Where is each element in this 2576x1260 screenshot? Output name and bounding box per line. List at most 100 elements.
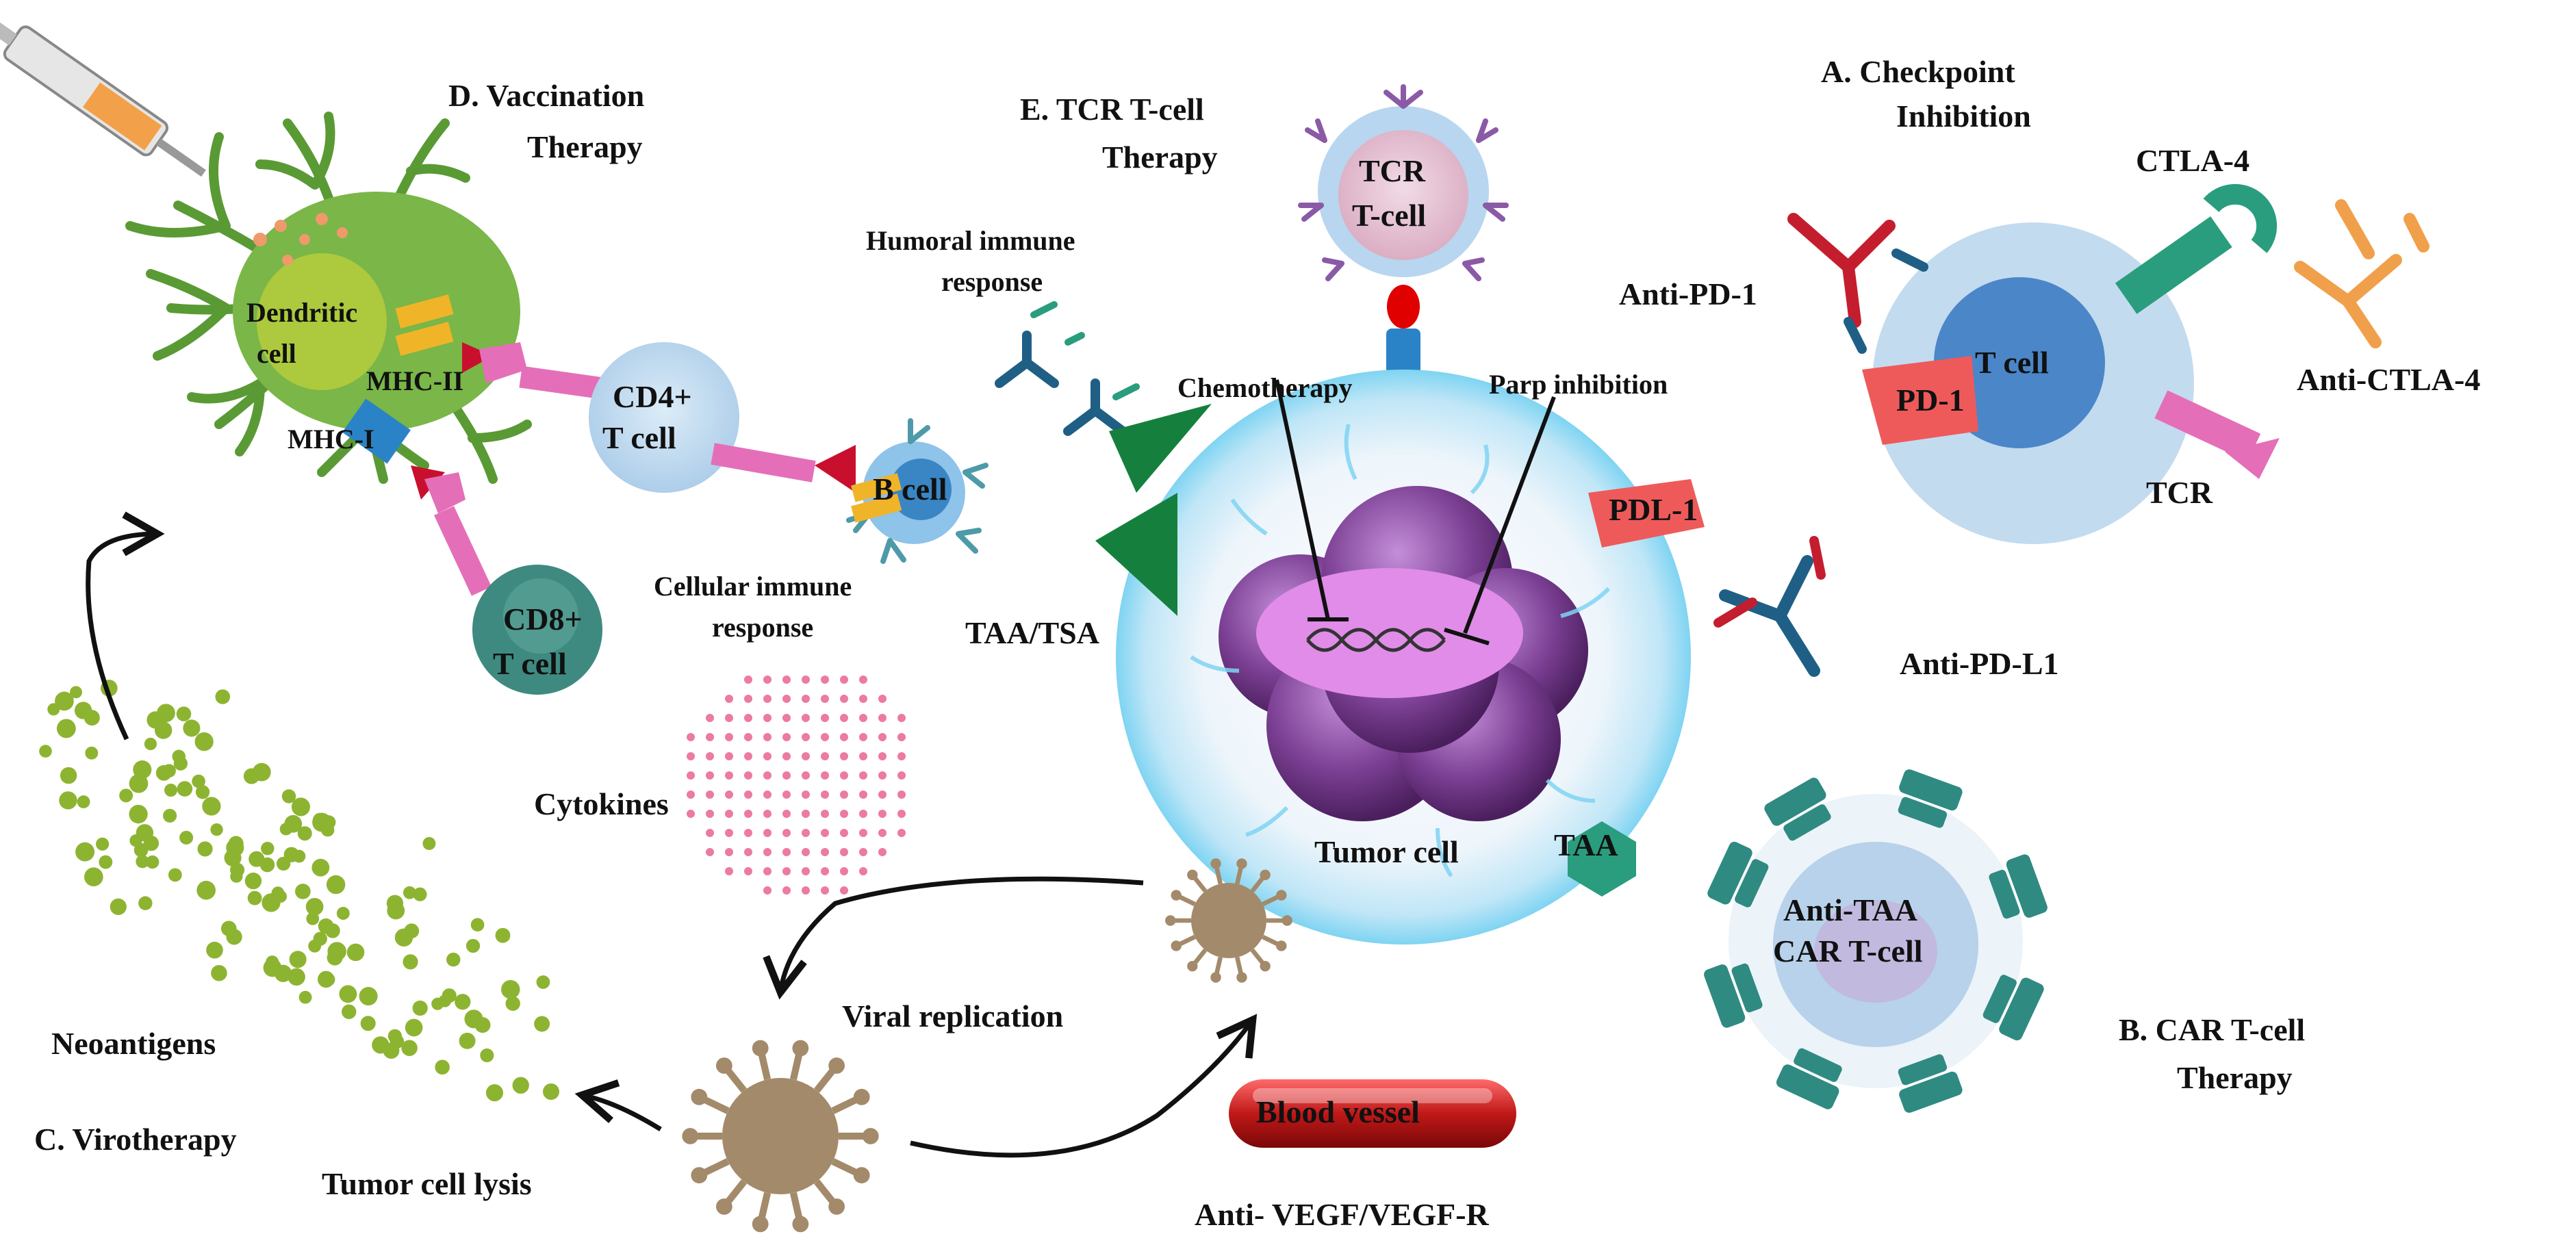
cytokine-dot [744, 790, 752, 799]
cytokine-dot [725, 867, 733, 875]
neoantigen-dot [144, 737, 157, 751]
anti-vegf-label: Anti- VEGF/VEGF-R [1195, 1197, 1490, 1232]
cytokine-dot [706, 771, 714, 780]
cd8-receptor [424, 472, 492, 596]
cytokine-dot [840, 829, 848, 837]
cytokine-dot [840, 848, 848, 856]
car-receptor [1899, 1071, 1963, 1113]
cytokine-dot [782, 790, 791, 799]
neoantigen-dot [431, 997, 444, 1010]
cytokine-dot [782, 752, 791, 760]
cytokine-dot [821, 790, 829, 799]
cytokine-dot [840, 886, 848, 895]
cytokine-dot [859, 733, 867, 741]
taa-tsa-label: TAA/TSA [965, 615, 1099, 650]
blood-vessel-icon [1229, 1079, 1516, 1148]
mhc-ii-receptor [395, 294, 454, 356]
neoantigen-dot [422, 837, 436, 850]
mhc-ii-antigen [462, 342, 493, 373]
neoantigen-dot [311, 858, 330, 877]
cytokine-dot [725, 733, 733, 741]
cytokines-label: Cytokines [534, 786, 669, 821]
virus-spike-tip [1260, 869, 1271, 881]
car-receptor-domain [1794, 1048, 1842, 1082]
cytokine-dot [706, 733, 714, 741]
cd4-bcell-link [711, 443, 856, 493]
neoantigen-dot [281, 789, 296, 803]
virus-spike-tip [752, 1216, 769, 1233]
cytokine-dot [763, 771, 771, 780]
pdl1-marker [1588, 479, 1705, 548]
pd1-label: PD-1 [1896, 383, 1965, 417]
tcr-cell-label-1: TCR [1359, 153, 1426, 188]
taa-marker [1568, 821, 1636, 897]
neoantigen-dot [85, 746, 99, 760]
neoantigen-dot [70, 686, 83, 699]
car-receptor [2006, 854, 2048, 918]
cytokine-dot [763, 790, 771, 799]
neoantigen-dot [295, 884, 311, 899]
cytokine-dot [897, 771, 906, 780]
virus-icon-small [1165, 858, 1292, 983]
neoantigen-dot [372, 1036, 390, 1054]
virus-spike-tip [715, 1057, 732, 1074]
cytokine-dot [687, 810, 695, 818]
neoantigen-dot [413, 887, 427, 901]
cd8-label-1: CD8+ [503, 602, 583, 637]
cytokine-dot [802, 771, 810, 780]
neoantigen-dot [56, 719, 76, 738]
neoantigen-dot [321, 973, 335, 987]
cytokine-dot [821, 714, 829, 722]
cytokine-dot [821, 676, 829, 684]
virus-spike-tip [1236, 858, 1247, 869]
cytokines-dots [687, 676, 906, 895]
virotherapy-title: C. Virotherapy [34, 1122, 237, 1157]
neoantigen-dot [202, 797, 221, 816]
cytokine-dot [821, 771, 829, 780]
neoantigen-dot [129, 834, 142, 847]
neoantigen-dot [446, 952, 461, 967]
neoantigen-dot [195, 785, 210, 799]
cytokine-dot [706, 848, 714, 856]
neoantigen-dot [247, 890, 262, 905]
neoantigen-dot [346, 943, 365, 962]
cytokine-dot [802, 867, 810, 875]
cytokine-dot [878, 829, 887, 837]
car-receptor-domain [1783, 804, 1831, 841]
virus-body [1191, 883, 1266, 958]
cytokine-dot [763, 676, 771, 684]
car-receptor [1899, 769, 1963, 811]
anti-pd1-label: Anti-PD-1 [1619, 277, 1757, 311]
dendritic-label-1: Dendritic [246, 297, 357, 328]
car-cell-label-1: Anti-TAA [1783, 892, 1917, 927]
cytokine-dot [840, 714, 848, 722]
neoantigen-dot [176, 706, 192, 721]
neoantigen-dot [297, 826, 312, 841]
cytokine-dot [782, 867, 791, 875]
tcr-title-2: Therapy [1102, 140, 1218, 175]
neoantigen-dot [226, 838, 244, 857]
virus-spike-tip [752, 1040, 769, 1057]
neoantigen-dot [394, 928, 413, 947]
neoantigen-dot [455, 994, 471, 1010]
neoantigen-dot [210, 823, 223, 836]
cytokine-dot [821, 752, 829, 760]
neoantigen-dot [155, 764, 172, 781]
cytokine-dot [878, 790, 887, 799]
cytokine-dot [725, 695, 733, 703]
neoantigen-dot [215, 689, 231, 704]
blood-vessel-label: Blood vessel [1256, 1094, 1420, 1129]
cytokine-dot [821, 848, 829, 856]
cytokine-dot [897, 790, 906, 799]
parp-label: Parp inhibition [1489, 369, 1668, 400]
car-receptor [1776, 1064, 1839, 1109]
checkpoint-t-cell [1872, 222, 2194, 544]
cytokine-dot [744, 867, 752, 875]
cytokine-dot [744, 829, 752, 837]
virus-spike-tip [792, 1040, 809, 1057]
virus-spike-tip [682, 1128, 699, 1144]
cytokine-dot [802, 848, 810, 856]
neoantigen-dot [230, 870, 243, 883]
neoantigen-dot [401, 1040, 418, 1056]
neoantigen-dot [321, 815, 336, 830]
